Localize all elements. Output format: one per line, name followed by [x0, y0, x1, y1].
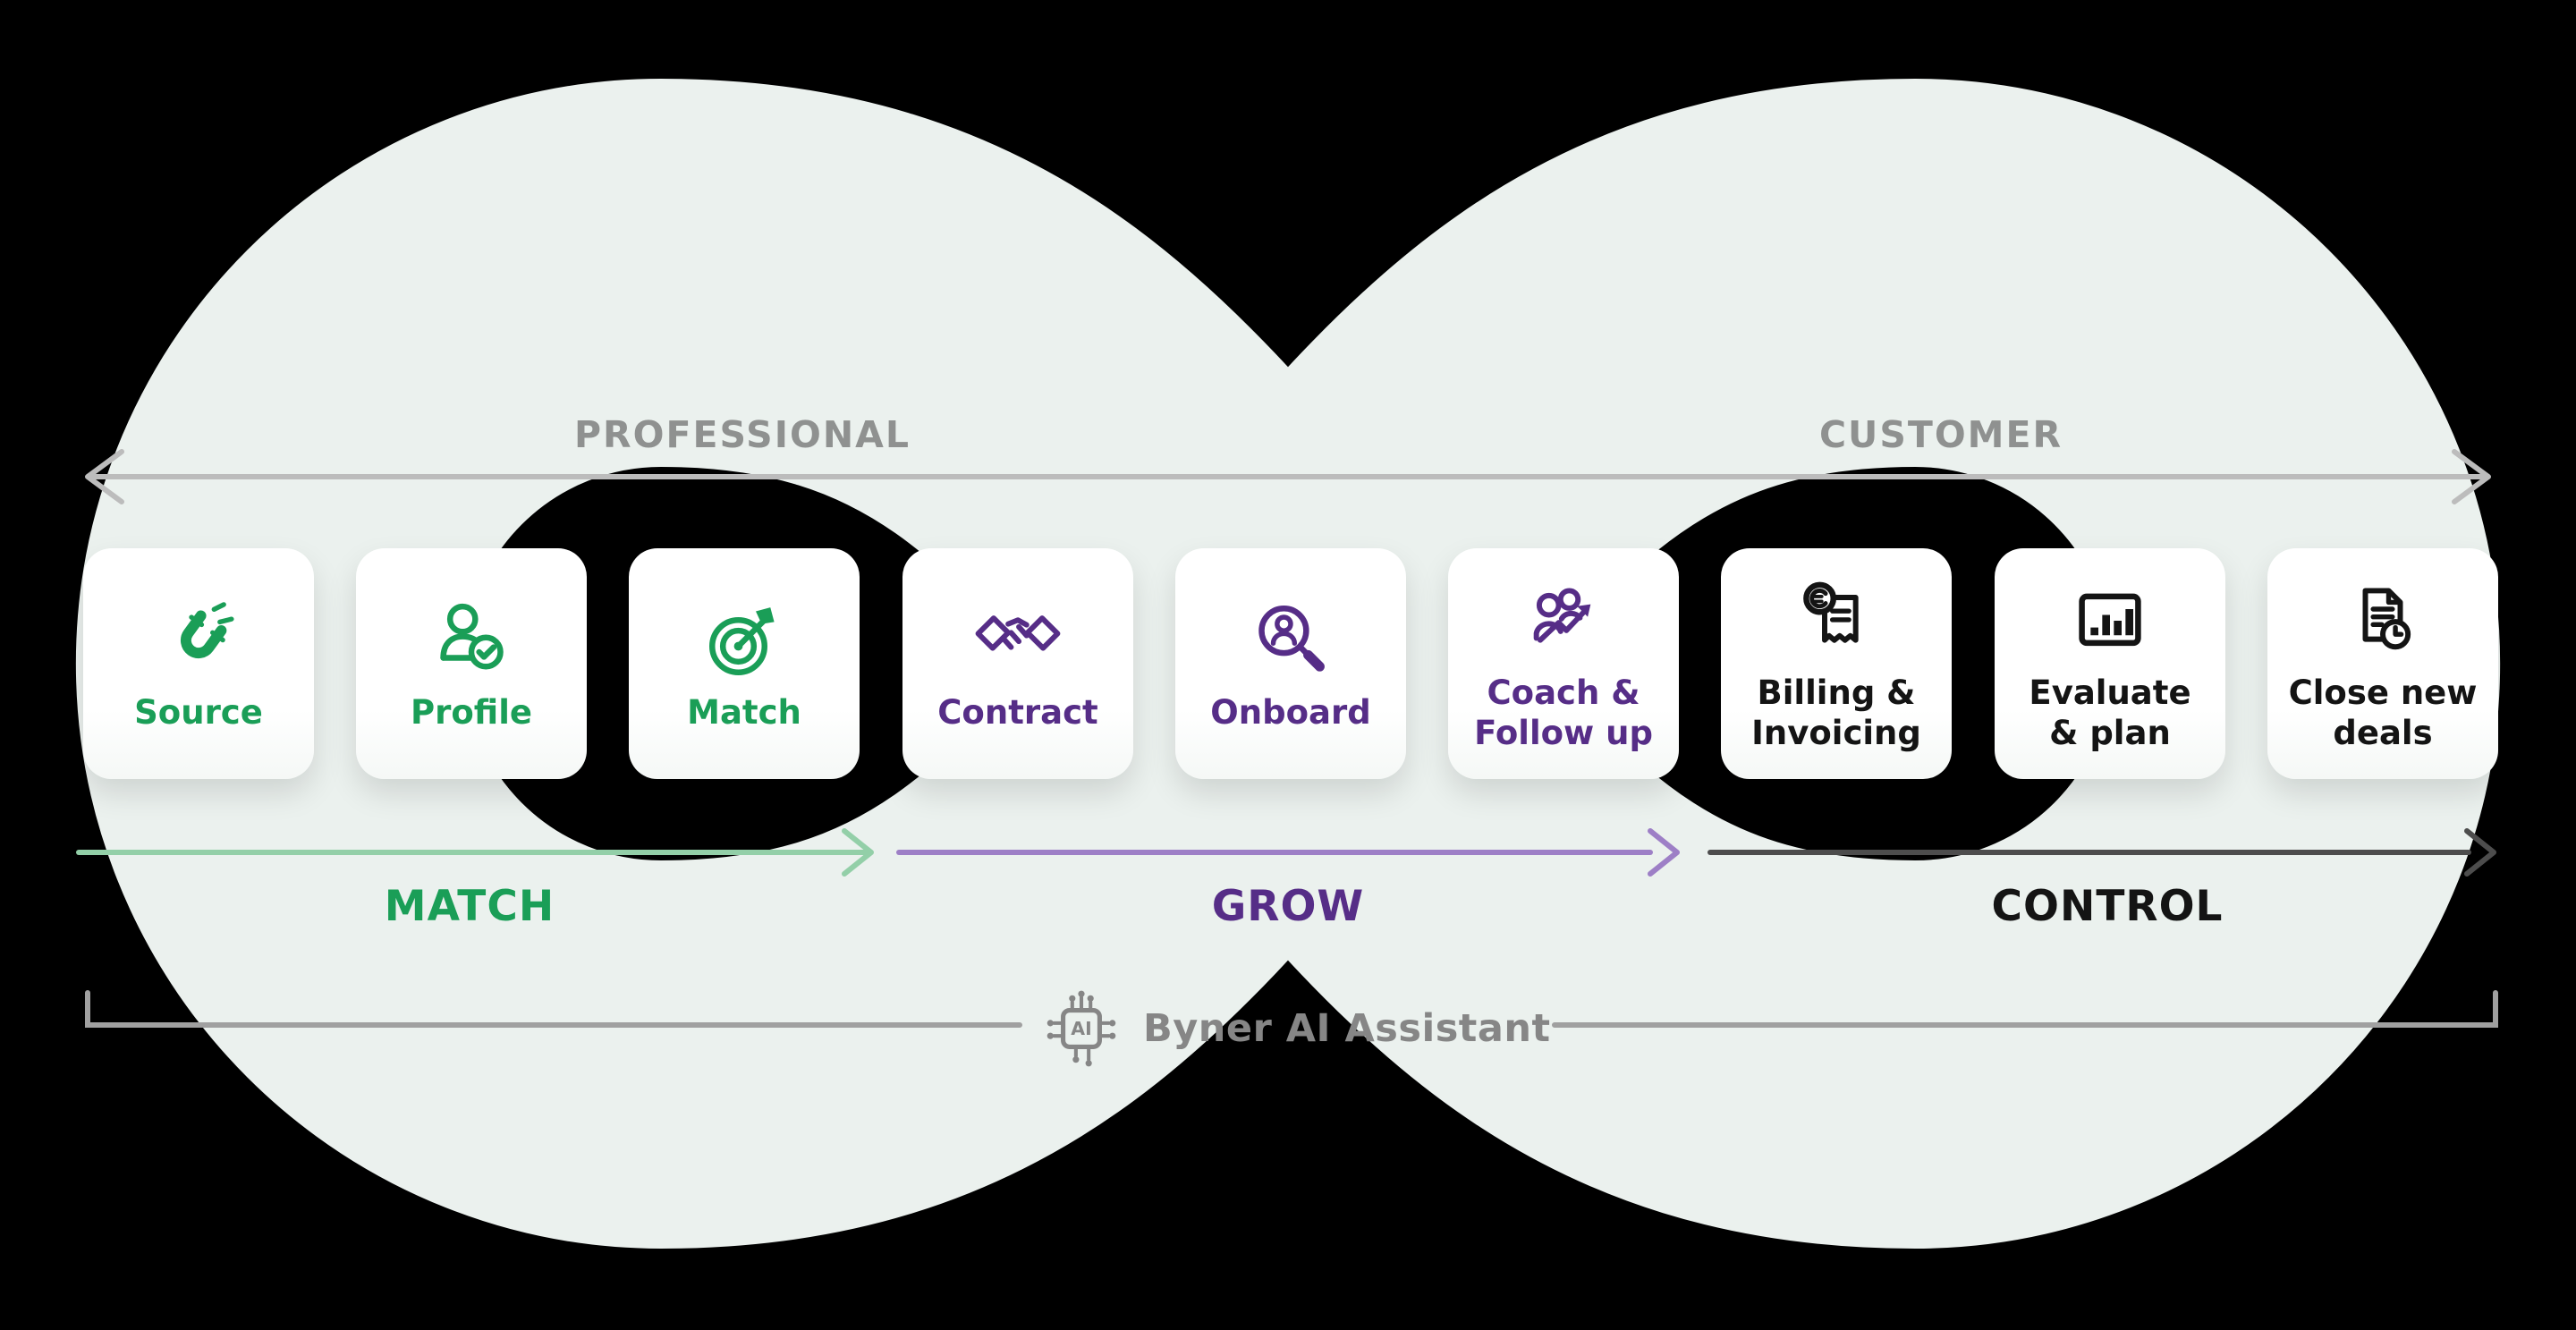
people-growth-icon	[1533, 588, 1591, 643]
card-label: Match	[687, 693, 801, 733]
card-billing-invoicing: Billing & Invoicing	[1721, 548, 1952, 779]
card-label: Onboard	[1210, 693, 1371, 733]
card-evaluate-plan: Evaluate & plan	[1995, 548, 2225, 779]
card-profile: Profile	[356, 548, 587, 779]
ai-chip-icon: AI	[1046, 990, 1116, 1067]
magnet-icon	[180, 602, 234, 659]
magnifier-person-icon	[1258, 606, 1325, 673]
control-arrow	[1707, 828, 2496, 877]
phase-label-control: CONTROL	[1991, 882, 2224, 931]
card-label: Source	[134, 693, 263, 733]
grow-arrow	[896, 828, 1680, 877]
document-clock-icon	[2362, 588, 2411, 650]
card-match: Match	[629, 548, 860, 779]
card-label: Contract	[937, 693, 1098, 733]
card-label: Billing & Invoicing	[1751, 673, 1921, 752]
ai-chip-label: AI	[1071, 1018, 1091, 1039]
phase-label-match: MATCH	[384, 882, 555, 931]
professional-customer-arrow	[85, 449, 2491, 504]
phase-label-grow: GROW	[1211, 882, 1365, 931]
customer-label: CUSTOMER	[1818, 413, 2063, 456]
assistant-bracket	[85, 990, 2498, 1028]
card-onboard: Onboard	[1175, 548, 1406, 779]
card-close-new-deals: Close new deals	[2267, 548, 2498, 779]
card-coach-follow-up: Coach & Follow up	[1448, 548, 1679, 779]
ai-assistant-label: Byner AI Assistant	[1143, 1006, 1551, 1051]
professional-label: PROFESSIONAL	[574, 413, 911, 456]
match-arrow	[76, 828, 874, 877]
target-arrow-icon	[709, 607, 775, 676]
handshake-icon	[975, 615, 1061, 652]
card-label: Profile	[411, 693, 532, 733]
card-label: Close new deals	[2288, 673, 2478, 752]
invoice-euro-icon	[1803, 581, 1859, 643]
card-source: Source	[83, 548, 314, 779]
card-label: Evaluate & plan	[2029, 673, 2191, 752]
bar-chart-icon	[2079, 593, 2141, 647]
card-contract: Contract	[902, 548, 1133, 779]
ai-assistant: AI Byner AI Assistant	[1038, 980, 1551, 1077]
card-label: Coach & Follow up	[1474, 673, 1653, 752]
person-check-icon	[440, 604, 504, 670]
